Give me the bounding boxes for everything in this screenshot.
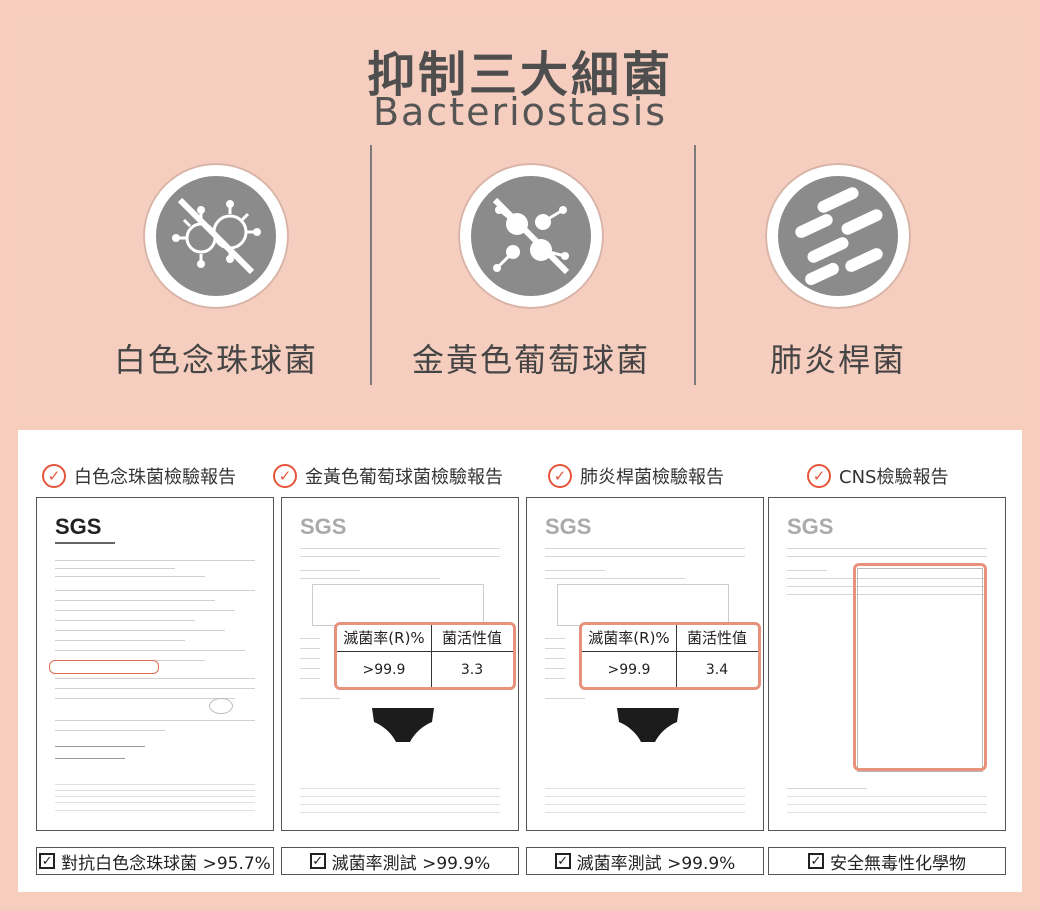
page-subtitle: Bacteriostasis [372,90,668,134]
klebsiella-icon [765,163,911,309]
report-caption: ✓ 滅菌率測試 >99.9% [281,847,519,875]
checkbox-icon: ✓ [808,853,824,869]
report-label: ✓ 金黃色葡萄球菌檢驗報告 [273,462,503,490]
check-icon: ✓ [273,464,297,488]
sgs-logo: SGS [55,514,102,539]
report-document: SGS [36,497,274,831]
checkbox-icon: ✓ [39,853,56,869]
report-label: ✓ 肺炎桿菌檢驗報告 [548,462,724,490]
sample-underwear-icon [617,708,679,742]
divider [370,145,372,385]
check-icon: ✓ [807,464,831,488]
sample-underwear-icon [372,708,434,742]
report-caption: ✓ 滅菌率測試 >99.9% [526,847,764,875]
sgs-logo: SGS [545,514,592,539]
result-highlight: 滅菌率(R)% 菌活性值 >99.9 3.3 [334,622,516,690]
report-document: SGS [768,497,1006,831]
candida-icon [143,163,289,309]
page-title: 抑制三大細菌 [366,47,673,103]
bacteria-name: 白色念珠球菌 [113,341,318,379]
sgs-logo: SGS [300,514,347,539]
result-highlight: 滅菌率(R)% 菌活性值 >99.9 3.4 [579,622,761,690]
report-caption: ✓ 對抗白色念珠球菌 >95.7% [36,847,274,875]
check-icon: ✓ [548,464,572,488]
staphylococcus-icon [458,163,604,309]
check-icon: ✓ [42,464,66,488]
checkbox-icon: ✓ [554,853,571,869]
report-caption: ✓ 安全無毒性化學物 [768,847,1006,875]
report-label: ✓ 白色念珠菌檢驗報告 [42,462,236,490]
divider [694,145,696,385]
bacteria-name: 肺炎桿菌 [769,341,906,379]
bacteria-name: 金黃色葡萄球菌 [411,341,650,379]
checkbox-icon: ✓ [309,853,326,869]
sgs-logo: SGS [787,514,834,539]
cns-highlight [853,563,987,771]
report-label: ✓ CNS檢驗報告 [807,462,948,490]
